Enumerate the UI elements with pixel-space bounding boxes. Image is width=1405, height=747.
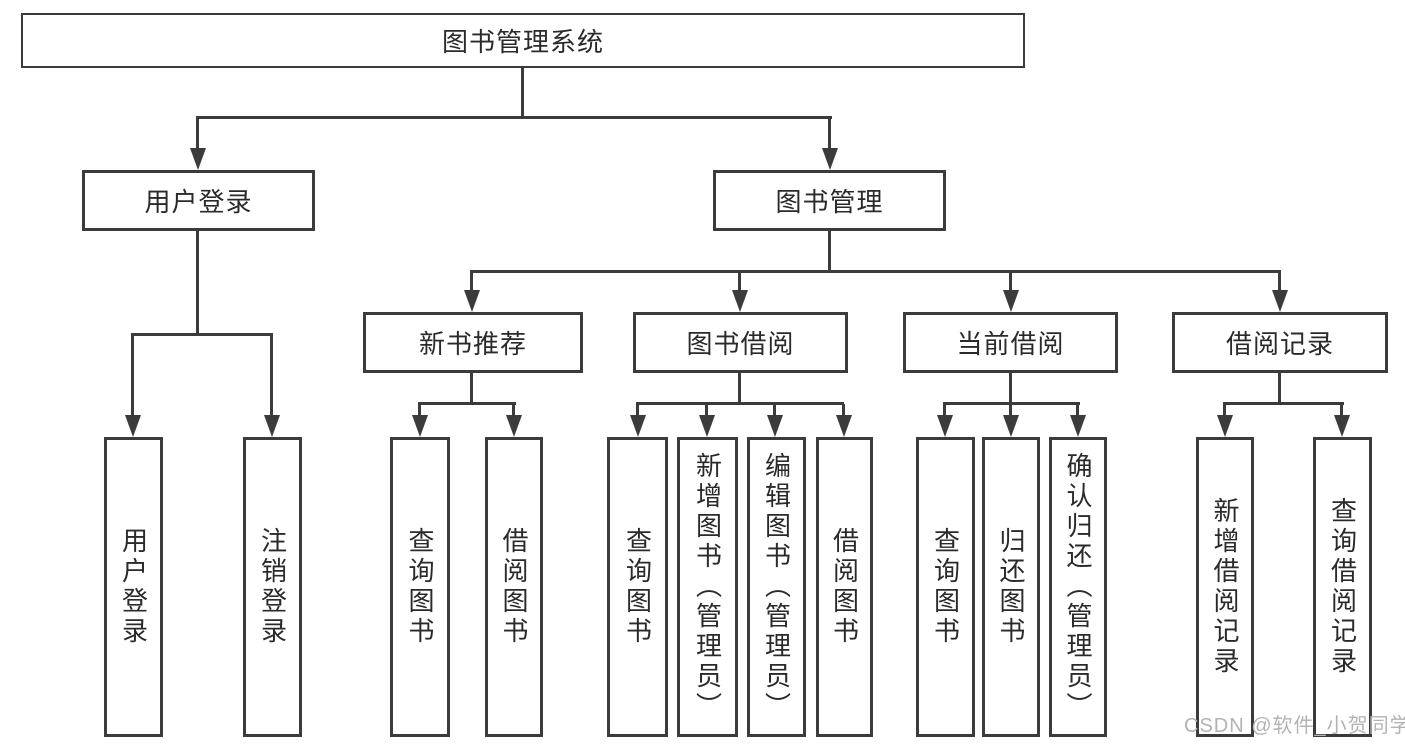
arrow-down-icon xyxy=(822,148,838,170)
connector-line xyxy=(270,335,273,417)
connector-line xyxy=(1340,404,1343,416)
node-book-management: 图书管理 xyxy=(713,170,946,231)
connector-line xyxy=(636,404,639,416)
connector-line xyxy=(196,231,199,335)
leaf-record-query: 查询借阅记录 xyxy=(1313,437,1372,737)
connector-line xyxy=(943,402,1080,405)
arrow-down-icon xyxy=(412,415,428,437)
node-label: 查询图书 xyxy=(405,527,435,647)
node-label: 图书借阅 xyxy=(686,329,795,359)
connector-line xyxy=(773,404,776,416)
arrow-down-icon xyxy=(1070,415,1086,437)
connector-line xyxy=(1223,402,1344,405)
leaf-current-query: 查询图书 xyxy=(916,437,975,737)
connector-line xyxy=(418,402,516,405)
connector-line xyxy=(470,373,473,403)
connector-line xyxy=(1278,373,1281,403)
node-label: 图书管理系统 xyxy=(441,27,604,57)
leaf-record-add: 新增借阅记录 xyxy=(1196,437,1254,737)
node-label: 用户登录 xyxy=(144,187,253,217)
connector-line xyxy=(636,402,844,405)
node-label: 新书推荐 xyxy=(418,329,527,359)
arrow-down-icon xyxy=(630,415,646,437)
node-label: 图书管理 xyxy=(775,187,884,217)
arrow-down-icon xyxy=(1003,415,1019,437)
arrow-down-icon xyxy=(1272,290,1288,312)
node-label: 新增借阅记录 xyxy=(1210,497,1240,677)
node-borrow-record: 借阅记录 xyxy=(1172,312,1388,373)
leaf-borrow-borrow: 借阅图书 xyxy=(816,437,873,737)
connector-line xyxy=(131,333,273,336)
node-label: 归还图书 xyxy=(996,527,1026,647)
connector-line xyxy=(1278,272,1281,290)
arrow-down-icon xyxy=(264,415,280,437)
node-label: 编辑图书（管理员） xyxy=(761,452,792,722)
arrow-down-icon xyxy=(1334,415,1350,437)
node-label: 查询图书 xyxy=(930,527,961,647)
node-label: 借阅记录 xyxy=(1225,329,1334,359)
leaf-logout: 注销登录 xyxy=(243,437,302,737)
connector-line xyxy=(738,272,741,290)
connector-line xyxy=(470,270,1281,273)
arrow-down-icon xyxy=(190,148,206,170)
connector-line xyxy=(1009,272,1012,290)
arrow-down-icon xyxy=(464,290,480,312)
leaf-borrow-add-admin: 新增图书（管理员） xyxy=(677,437,738,737)
arrow-down-icon xyxy=(1217,415,1233,437)
connector-line xyxy=(828,118,831,150)
node-label: 借阅图书 xyxy=(829,527,860,647)
arrow-down-icon xyxy=(125,415,141,437)
leaf-current-confirm-admin: 确认归还（管理员） xyxy=(1049,437,1107,737)
node-label: 查询图书 xyxy=(622,527,653,647)
leaf-borrow-edit-admin: 编辑图书（管理员） xyxy=(747,437,806,737)
arrow-down-icon xyxy=(767,415,783,437)
node-new-book-recommend: 新书推荐 xyxy=(363,312,583,373)
connector-line xyxy=(1009,404,1012,416)
node-user-login: 用户登录 xyxy=(82,170,315,231)
arrow-down-icon xyxy=(937,415,953,437)
connector-line xyxy=(418,404,421,416)
connector-line xyxy=(1076,404,1079,416)
node-label: 新增图书（管理员） xyxy=(692,452,723,722)
connector-line xyxy=(196,118,199,150)
connector-line xyxy=(738,373,741,403)
leaf-user-login: 用户登录 xyxy=(104,437,163,737)
connector-line xyxy=(131,335,134,417)
connector-line xyxy=(470,272,473,290)
connector-line xyxy=(196,116,832,119)
node-label: 确认归还（管理员） xyxy=(1063,452,1093,722)
csdn-watermark: CSDN @软件_小贺同学 xyxy=(1184,715,1405,737)
connector-line xyxy=(521,68,524,119)
node-current-borrow: 当前借阅 xyxy=(903,312,1118,373)
arrow-down-icon xyxy=(836,415,852,437)
arrow-down-icon xyxy=(732,290,748,312)
node-label: 借阅图书 xyxy=(499,527,529,647)
arrow-down-icon xyxy=(506,415,522,437)
connector-line xyxy=(828,231,831,272)
node-book-borrow: 图书借阅 xyxy=(633,312,848,373)
connector-line xyxy=(1223,404,1226,416)
connector-line xyxy=(943,404,946,416)
leaf-newbook-borrow: 借阅图书 xyxy=(485,437,543,737)
connector-line xyxy=(705,404,708,416)
leaf-newbook-query: 查询图书 xyxy=(390,437,450,737)
node-label: 查询借阅记录 xyxy=(1327,497,1358,677)
leaf-current-return: 归还图书 xyxy=(982,437,1040,737)
leaf-borrow-query: 查询图书 xyxy=(607,437,668,737)
node-label: 用户登录 xyxy=(118,527,149,647)
arrow-down-icon xyxy=(699,415,715,437)
node-root: 图书管理系统 xyxy=(21,13,1025,68)
arrow-down-icon xyxy=(1003,290,1019,312)
connector-line xyxy=(1009,373,1012,403)
connector-line xyxy=(842,404,845,416)
node-label: 当前借阅 xyxy=(956,329,1065,359)
node-label: 注销登录 xyxy=(257,527,288,647)
connector-line xyxy=(512,404,515,416)
